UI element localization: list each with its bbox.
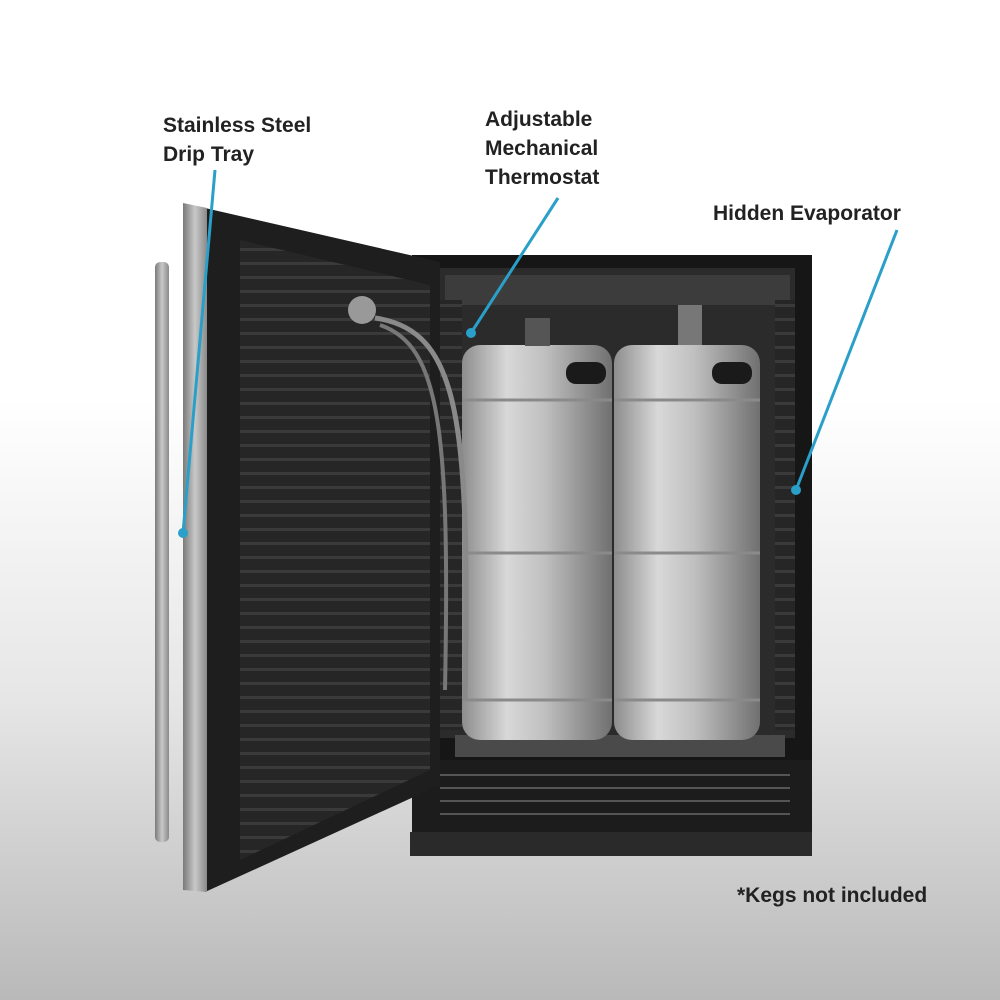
callout-evaporator: Hidden Evaporator: [713, 202, 901, 225]
footnote-kegs-not-included: *Kegs not included: [737, 884, 928, 907]
front-grille: [412, 760, 812, 832]
callout-thermostat: Adjustable Mechanical Thermostat: [485, 108, 600, 189]
open-door: [155, 203, 469, 892]
callout-line-drip-tray: [181, 169, 217, 534]
beer-line: [374, 315, 469, 701]
keg-left: [462, 318, 612, 740]
callout-line-evaporator: [794, 229, 899, 491]
evaporator: [775, 300, 795, 730]
door-handle: [155, 262, 169, 842]
callout-drip-tray: Stainless Steel Drip Tray: [163, 114, 312, 166]
callout-line-thermostat: [469, 197, 560, 334]
keg-right: [614, 305, 760, 740]
